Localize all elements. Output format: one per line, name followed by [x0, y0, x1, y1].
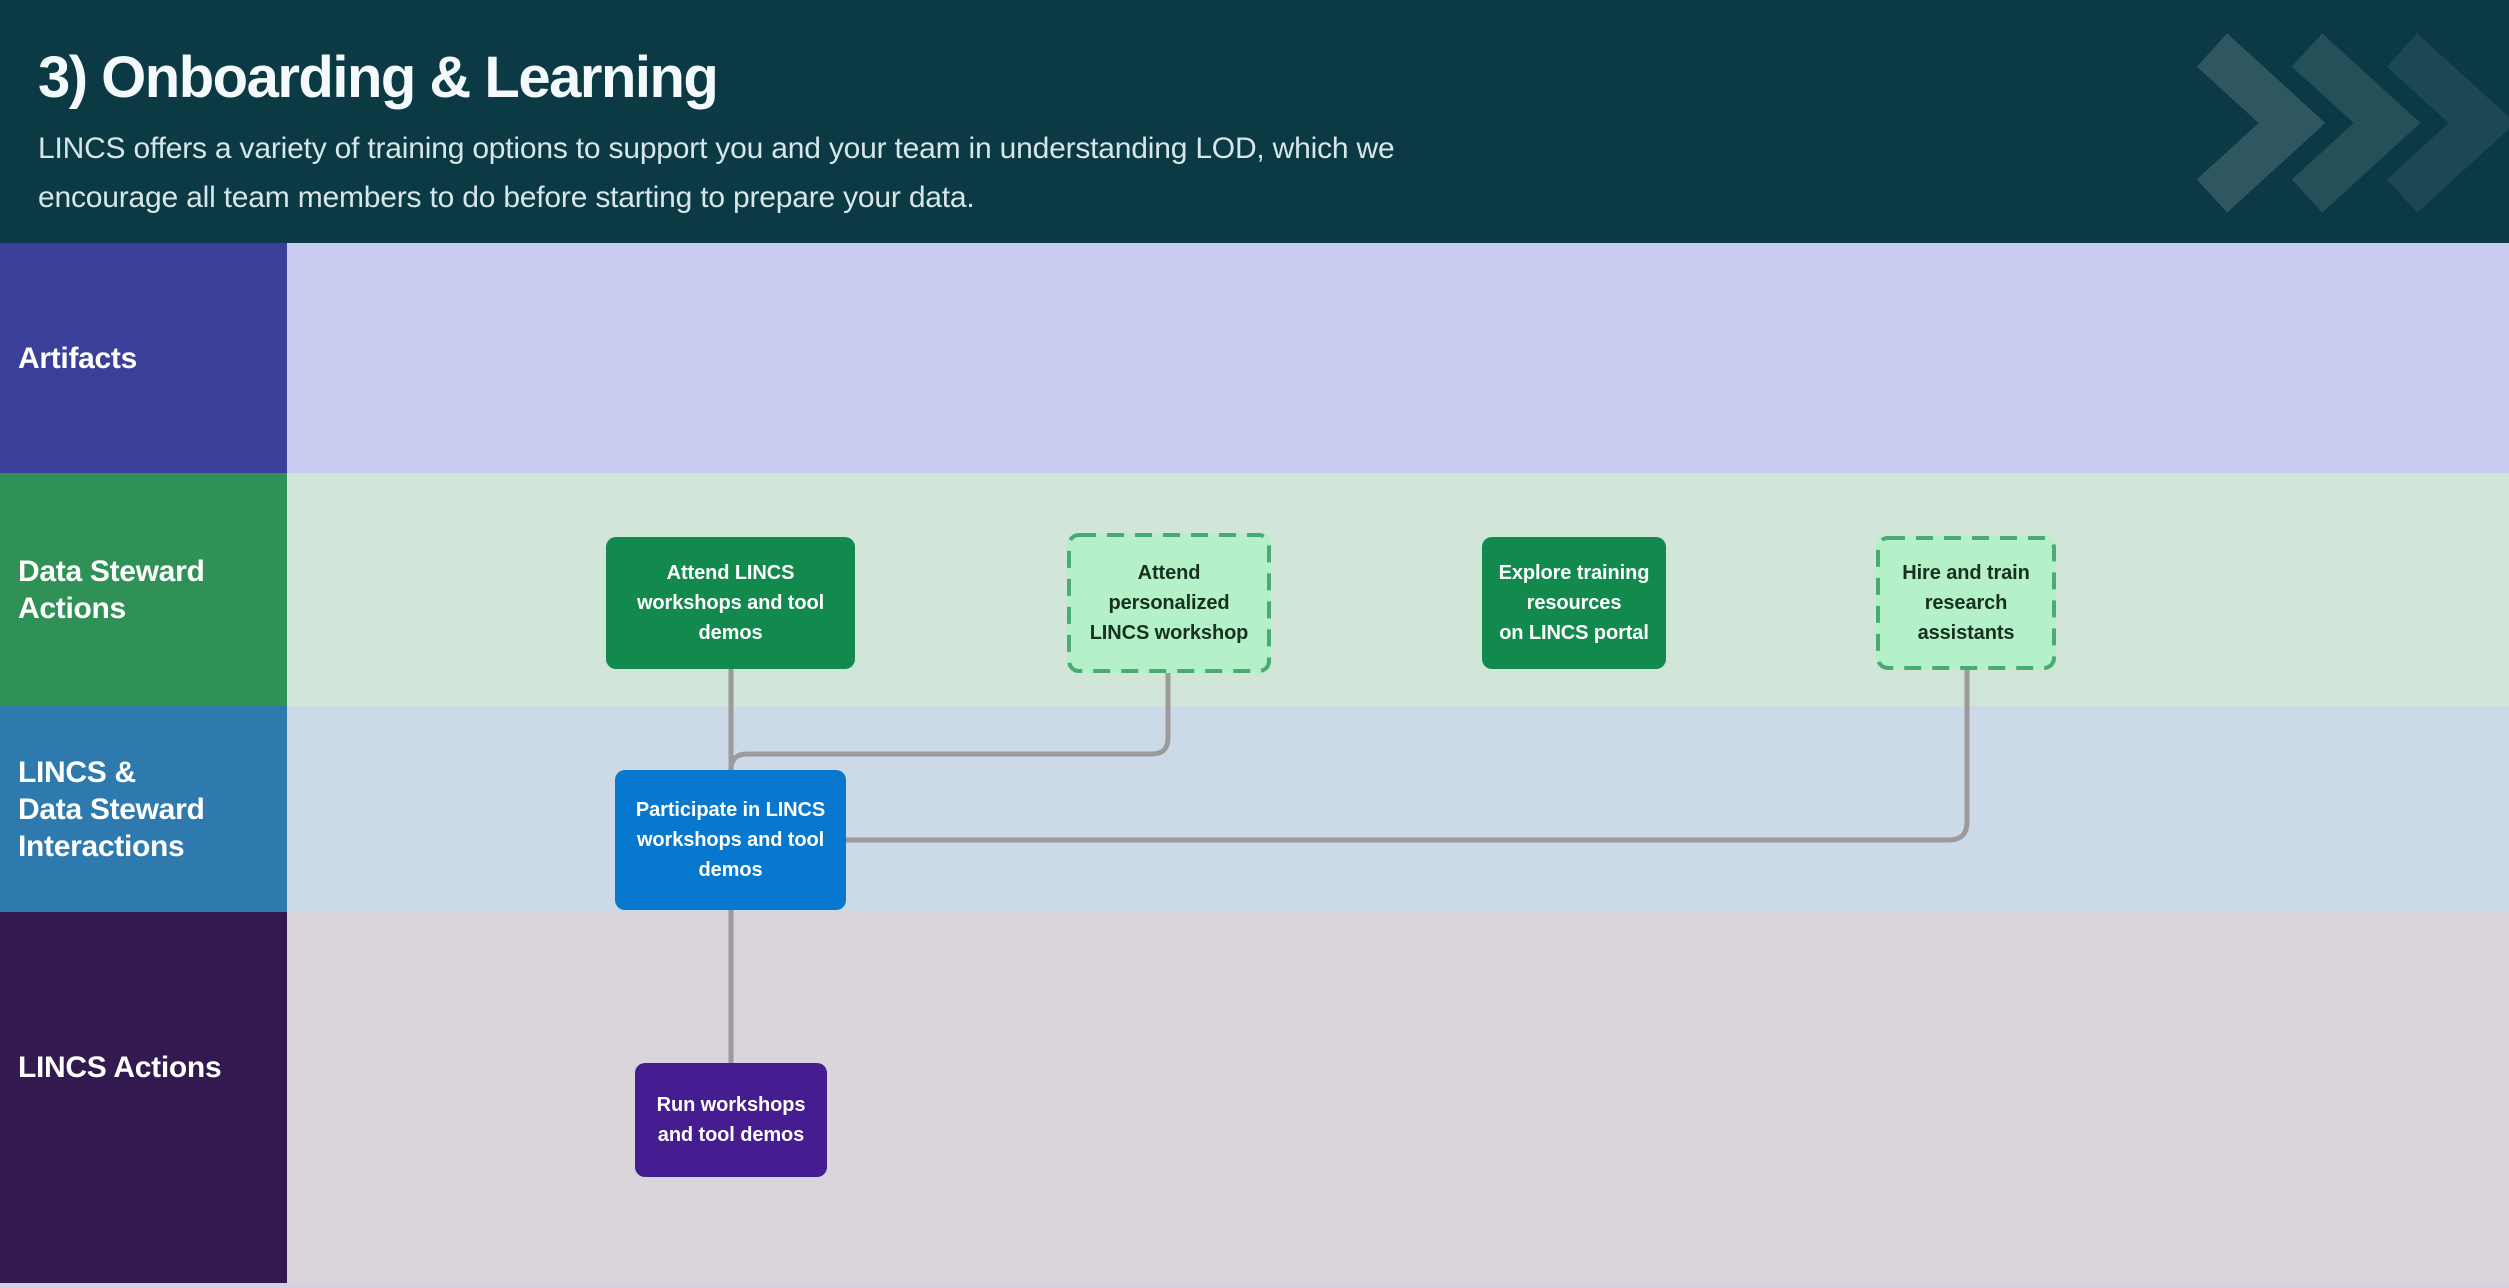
node-label: Hire and train research assistants — [1902, 562, 2030, 644]
lane-label: LINCS Actions — [18, 1051, 222, 1084]
node-label: Participate in LINCS workshops and tool … — [635, 799, 826, 881]
node-attend-personalized-workshop: Attend personalized LINCS workshop — [1067, 533, 1271, 673]
page-description: LINCS offers a variety of training optio… — [38, 131, 1395, 214]
node-label: Run workshops and tool demos — [656, 1094, 806, 1146]
lane-label: LINCS & Data Steward Interactions — [18, 755, 205, 863]
page-title: 3) Onboarding & Learning — [38, 45, 719, 110]
lane-band-artifacts — [287, 243, 2509, 473]
node-label: Explore training resources on LINCS port… — [1498, 562, 1650, 644]
lane-band-lincs-actions — [287, 912, 2509, 1283]
node-hire-train-assistants: Hire and train research assistants — [1876, 536, 2056, 670]
lane-label: Artifacts — [18, 341, 137, 375]
node-explore-training-resources: Explore training resources on LINCS port… — [1482, 537, 1666, 669]
header-banner: 3) Onboarding & Learning LINCS offers a … — [0, 0, 2509, 243]
node-label: Attend LINCS workshops and tool demos — [636, 562, 825, 644]
lane-header-artifacts: Artifacts — [0, 243, 287, 473]
node-attend-lincs-workshops: Attend LINCS workshops and tool demos — [606, 537, 855, 669]
node-participate-workshops: Participate in LINCS workshops and tool … — [615, 770, 846, 910]
lane-header-lincs-actions: LINCS Actions — [0, 912, 287, 1283]
lane-header-data-steward-actions: Data Steward Actions — [0, 473, 287, 706]
node-label: Attend personalized LINCS workshop — [1089, 562, 1249, 644]
lane-header-lincs-data-steward-interactions: LINCS & Data Steward Interactions — [0, 706, 287, 912]
lane-label: Data Steward Actions — [18, 554, 205, 625]
node-run-workshops: Run workshops and tool demos — [635, 1063, 827, 1177]
next-lane-edge — [0, 1283, 2509, 1288]
